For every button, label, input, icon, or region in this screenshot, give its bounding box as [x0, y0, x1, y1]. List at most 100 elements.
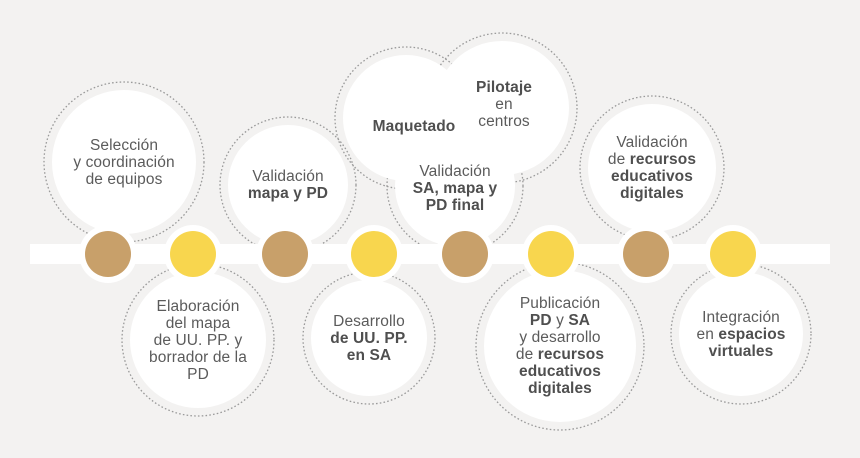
bubble-dotted-ring: [426, 32, 578, 184]
label-text: Desarrollo: [333, 312, 405, 330]
label-bold-text: de UU. PP.: [330, 329, 408, 347]
label-line: Selección: [90, 137, 158, 154]
label-bold-text: educativos: [519, 363, 601, 380]
timeline-dot-yellow: [170, 231, 216, 277]
bubble-step-8: [679, 272, 803, 396]
label-text: Validación: [252, 168, 324, 185]
label-text: y coordinación: [73, 153, 175, 171]
timeline-dot-brown: [85, 231, 131, 277]
bubble-step-2: [130, 272, 266, 408]
label-line: centros: [478, 113, 530, 130]
label-text: Elaboración: [156, 297, 240, 315]
bubble-step-7: [588, 104, 716, 232]
bubble-step-4: [311, 280, 427, 396]
label-line: Maquetado: [373, 118, 456, 135]
label-bold-text: digitales: [620, 185, 684, 202]
label-text: centros: [478, 112, 530, 130]
label-line: Desarrollo: [333, 313, 405, 330]
label-line: Integración: [702, 309, 780, 326]
label-bold-text: recursos: [629, 151, 697, 168]
bubbles-layer: [43, 32, 812, 431]
timeline-dot-yellow: [528, 231, 574, 277]
bubble-dotted-ring: [579, 95, 725, 241]
bubble-dotted-ring: [302, 271, 436, 405]
label-bold-text: Maquetado: [372, 117, 456, 135]
label-line: Validación: [616, 134, 687, 151]
label-text: de UU. PP. y: [153, 331, 243, 349]
label-line: Publicación: [520, 295, 600, 312]
timeline-dot-brown: [623, 231, 669, 277]
label-text: de: [607, 151, 630, 168]
label-bold-text: mapa y PD: [247, 185, 329, 202]
bubble-dotted-ring: [670, 263, 812, 405]
label-line: digitales: [528, 380, 592, 397]
label-text: Integración: [702, 308, 780, 326]
label-bold-text: digitales: [528, 380, 592, 397]
label-line: Validación: [252, 168, 323, 185]
label-line: PD y SA: [530, 312, 590, 329]
label-line: del mapa: [166, 315, 231, 332]
label-text: en: [696, 325, 719, 343]
bubble-step-1: [52, 90, 196, 234]
label-line: y desarrollo: [519, 329, 600, 346]
label-line: Validación: [419, 163, 490, 180]
label-line: en espacios: [696, 326, 785, 343]
label-text: Validación: [616, 134, 688, 151]
label-text: en: [495, 95, 513, 113]
bubble-step-5: [395, 126, 515, 246]
label-line: de recursos: [516, 346, 604, 363]
label-bold-text: Pilotaje: [476, 78, 532, 96]
label-line: virtuales: [709, 343, 774, 360]
label-line: Pilotaje: [476, 79, 532, 96]
label-text: PD: [187, 365, 209, 383]
label-bold-text: recursos: [537, 346, 605, 363]
label-text: Selección: [89, 136, 159, 154]
label-text: del mapa: [165, 314, 231, 332]
dots-layer: [79, 225, 762, 283]
label-line: de equipos: [86, 171, 163, 188]
label-line: borrador de la: [149, 349, 247, 366]
label-bold-text: SA, mapa y: [412, 179, 498, 197]
label-line: de UU. PP. y: [154, 332, 243, 349]
label-text: Publicación: [519, 295, 601, 312]
bubble-step-3: [228, 125, 348, 245]
timeline-dot-brown: [442, 231, 488, 277]
label-line: educativos: [611, 168, 693, 185]
label-bold-text: PD: [529, 312, 552, 329]
label-bold-text: espacios: [718, 325, 786, 343]
label-line: SA, mapa y: [413, 180, 498, 197]
label-text: borrador de la: [149, 348, 247, 366]
label-line: mapa y PD: [248, 185, 328, 202]
label-bold-text: educativos: [611, 168, 693, 185]
label-line: y coordinación: [73, 154, 174, 171]
label-line: PD final: [426, 197, 485, 214]
label-line: de UU. PP.: [330, 330, 407, 347]
label-line: Elaboración: [157, 298, 240, 315]
label-line: en SA: [347, 347, 391, 364]
bubble-step-6: [484, 270, 636, 422]
timeline-dot-brown: [262, 231, 308, 277]
label-line: digitales: [620, 185, 684, 202]
label-bold-text: virtuales: [708, 342, 774, 360]
label-line: educativos: [519, 363, 601, 380]
label-line: de recursos: [608, 151, 696, 168]
timeline-dot-yellow: [710, 231, 756, 277]
label-bold-text: SA: [568, 312, 591, 329]
label-text: y: [551, 312, 569, 329]
label-bold-text: PD final: [425, 196, 485, 214]
label-text: Validación: [419, 162, 491, 180]
label-line: PD: [187, 366, 209, 383]
timeline-dot-yellow: [351, 231, 397, 277]
label-text: y desarrollo: [519, 329, 601, 346]
label-text: de equipos: [85, 170, 163, 188]
